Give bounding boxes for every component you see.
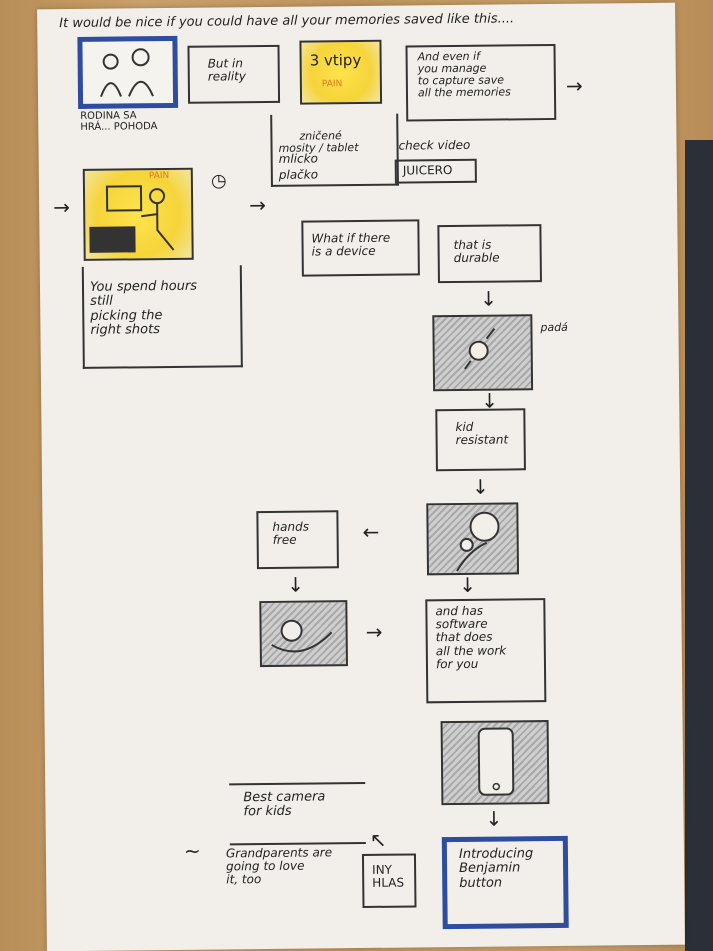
jokes-text: 3 vtipy (309, 50, 362, 70)
best-camera-rule (229, 781, 366, 846)
kid-resistant-box: kid resistant (435, 408, 526, 472)
arrow-right: → (565, 73, 583, 98)
hours-note-box: You spend hours still picking the right … (81, 265, 243, 369)
introducing-text: Introducing Benjamin button (458, 846, 534, 891)
arrow-down: ↓ (471, 474, 489, 499)
arrow-down: ↓ (459, 572, 477, 597)
computer-sketch (89, 185, 175, 253)
family-label: RODINA SA HRÁ... POHODA (80, 110, 158, 133)
arrow-left: ↖ (369, 827, 387, 852)
software-box: and has software that does all the work … (425, 598, 547, 704)
phone-panel (440, 720, 550, 806)
juicero-box: JUICERO (394, 158, 477, 184)
reality-panel: But in reality (187, 44, 281, 104)
durable-text: that is durable (453, 237, 500, 266)
pada-label: padá (540, 320, 568, 335)
issues-list-box: zničené mosity / tablet mlicko plačko (270, 113, 399, 187)
memories-text: And even if you manage to capture save a… (417, 49, 511, 100)
jokes-panel: 3 vtipy PAIN (299, 39, 383, 105)
kid-panel (426, 502, 520, 576)
background-object (685, 140, 713, 951)
storyboard-title: It would be nice if you could have all y… (59, 11, 515, 32)
falling-device-panel (432, 314, 534, 392)
jokes-pain: PAIN (321, 79, 343, 90)
arrow-down: ↓ (480, 286, 498, 311)
hands-free-panel (259, 600, 348, 668)
family-sketch (100, 48, 154, 98)
introducing-panel: Introducing Benjamin button (441, 835, 569, 930)
device-question-box: What if there is a device (301, 219, 420, 277)
storyboard-paper: It would be nice if you could have all y… (37, 2, 685, 951)
family-panel (77, 35, 179, 109)
hours-note: You spend hours still picking the right … (89, 278, 198, 338)
phone-sketch (477, 727, 515, 796)
kid-resistant-text: kid resistant (455, 419, 509, 448)
iny-hlas-text: INY HLAS (372, 862, 405, 891)
software-text: and has software that does all the work … (435, 603, 507, 671)
computer-panel: PAIN (82, 167, 194, 261)
arrow-down: ↓ (286, 572, 305, 597)
device-question: What if there is a device (311, 230, 391, 259)
falling-ball-sketch (464, 327, 496, 370)
durable-box: that is durable (437, 224, 542, 284)
check-video-note: check video (398, 137, 471, 153)
arrow-right: → (53, 195, 71, 220)
hands-free-box: hands free (256, 510, 339, 570)
memories-panel: And even if you manage to capture save a… (405, 43, 557, 122)
reality-text: But in reality (207, 56, 247, 84)
hands-free-text: hands free (272, 519, 310, 548)
iny-hlas-box: INY HLAS (361, 853, 417, 909)
clock-icon: ◷ (210, 170, 227, 192)
arrow-right: → (249, 192, 267, 218)
issue-item-3: plačko (278, 167, 319, 182)
holding-sketch (271, 619, 333, 653)
arrow-right: → (365, 619, 383, 644)
arrow-left: ← (362, 519, 380, 544)
arrow-down: ↓ (485, 806, 503, 831)
grandparents-text: Grandparents are going to love it, too (225, 845, 333, 887)
issue-item-2: mlicko (278, 151, 318, 166)
tilde-mark: ~ (183, 838, 201, 863)
kid-sketch (456, 511, 500, 572)
juicero-label: JUICERO (402, 163, 453, 178)
